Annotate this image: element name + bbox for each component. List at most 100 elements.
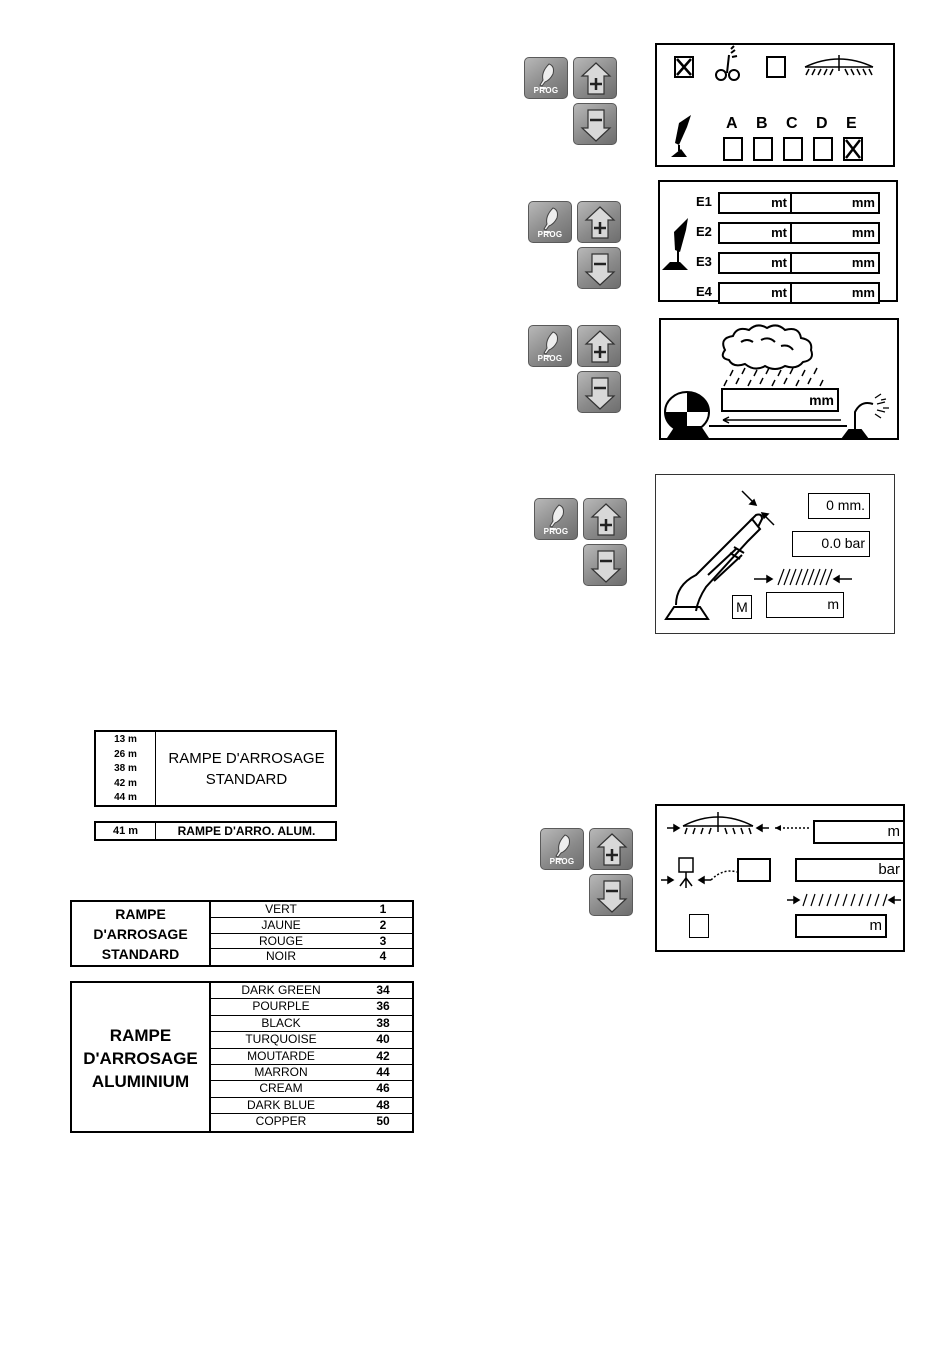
rain-depth-screen: mm <box>659 318 899 440</box>
sector-depth-field[interactable]: mm <box>790 252 880 274</box>
boom-length-item: 42 m <box>114 777 137 789</box>
screen3-graphics <box>664 324 889 439</box>
mode-checkbox[interactable] <box>689 914 709 938</box>
spray-hatch-icon <box>777 568 833 586</box>
sector-distance-field[interactable]: mt <box>718 252 792 274</box>
boom-length-item: 26 m <box>114 748 137 760</box>
color-name: DARK GREEN <box>241 983 321 997</box>
boom-icon <box>682 812 754 835</box>
color-name: MOUTARDE <box>247 1048 315 1063</box>
gun-cart-icon <box>715 45 740 81</box>
plus-button[interactable] <box>589 828 633 870</box>
sector-distance-field[interactable]: mt <box>718 192 792 214</box>
color-name: TURQUOISE <box>245 1032 317 1047</box>
alu-boom-label: RAMPE D'ARRO. ALUM. <box>177 824 316 838</box>
screen4-graphics <box>664 490 852 620</box>
distance-arrow <box>722 416 841 424</box>
sector-depth-field[interactable]: mm <box>790 222 880 244</box>
boom-width-field[interactable]: m <box>813 820 905 844</box>
distance-unit: mt <box>771 255 787 270</box>
distance-unit: mt <box>771 225 787 240</box>
depth-unit: mm <box>851 285 875 300</box>
plus-arrow-icon <box>590 503 622 536</box>
hose-reel-icon <box>664 391 710 438</box>
alu-boom-length-table: 41 m RAMPE D'ARRO. ALUM. <box>94 821 337 841</box>
prog-button[interactable]: PROG <box>528 201 572 243</box>
alu-boom-length: 41 m <box>96 823 156 839</box>
sector-depth-field[interactable]: mm <box>790 282 880 304</box>
color-code: 36 <box>376 999 390 1014</box>
nozzle-icon <box>555 834 570 860</box>
depth-unit: mm <box>851 255 875 270</box>
sector-label-c: C <box>786 115 798 132</box>
keypad-3: PROG <box>528 325 624 421</box>
color-name: NOIR <box>266 949 296 964</box>
aluminium-color-label-line3: ALUMINIUM <box>91 1072 190 1091</box>
screen5-graphics <box>661 812 901 907</box>
prog-button[interactable]: PROG <box>534 498 578 540</box>
plus-arrow-icon <box>580 62 612 95</box>
plus-button[interactable] <box>573 57 617 99</box>
aluminium-color-label: RAMPE D'ARROSAGE ALUMINIUM <box>72 1024 209 1093</box>
sector-checkbox-c[interactable] <box>783 137 803 161</box>
boom-pressure-field[interactable]: bar <box>795 858 905 882</box>
mode-box[interactable]: M <box>732 595 752 619</box>
sector-distance-field[interactable]: mt <box>718 282 792 304</box>
sector-label-b: B <box>756 115 768 132</box>
gun-barrel-icon <box>664 513 764 620</box>
plus-button[interactable] <box>577 325 621 367</box>
color-code: 48 <box>376 1097 390 1112</box>
nozzle-depth-field[interactable]: 0 mm. <box>808 493 870 519</box>
standard-color-label: RAMPE D'ARROSAGE STANDARD <box>72 904 209 964</box>
color-name: BLACK <box>261 1015 301 1030</box>
prog-label: PROG <box>549 857 575 866</box>
standard-boom-label-line1: RAMPE D'ARROSAGE <box>168 750 325 767</box>
cloud-icon <box>721 324 813 370</box>
sector-distance-field[interactable]: mt <box>718 222 792 244</box>
prog-button[interactable]: PROG <box>524 57 568 99</box>
color-code: 1 <box>379 902 387 916</box>
standard-color-label-line1: RAMPE <box>115 906 166 922</box>
nozzle-size-field[interactable] <box>737 858 771 882</box>
sector-checkbox-b[interactable] <box>753 137 773 161</box>
minus-button[interactable] <box>577 247 621 289</box>
prog-button[interactable]: PROG <box>528 325 572 367</box>
plus-button[interactable] <box>577 201 621 243</box>
sector-depth-field[interactable]: mm <box>790 192 880 214</box>
color-name: VERT <box>265 902 297 916</box>
boom-link-arrow <box>775 825 781 831</box>
color-row: DARK GREEN 34 <box>211 983 412 1000</box>
spray-gun-icon <box>662 218 688 270</box>
sector-checkbox-d[interactable] <box>813 137 833 161</box>
color-code: 34 <box>376 983 390 997</box>
rain-drops-icon <box>723 367 824 387</box>
minus-button[interactable] <box>583 544 627 586</box>
standard-color-label-line3: STANDARD <box>101 946 180 962</box>
prog-label: PROG <box>537 230 563 239</box>
rain-depth-field[interactable]: mm <box>721 388 839 412</box>
prog-button[interactable]: PROG <box>540 828 584 870</box>
pressure-field[interactable]: 0.0 bar <box>792 531 870 557</box>
sector-checkbox-a[interactable] <box>723 137 743 161</box>
minus-button[interactable] <box>577 371 621 413</box>
spray-width-field[interactable]: m <box>766 592 844 618</box>
plus-button[interactable] <box>583 498 627 540</box>
sector-checkbox-e[interactable] <box>843 137 863 161</box>
minus-button[interactable] <box>573 103 617 145</box>
boom-length-item: 38 m <box>114 763 137 774</box>
minus-button[interactable] <box>589 874 633 916</box>
sector-row-label: E3 <box>696 254 712 269</box>
boom-spray-width-field[interactable]: m <box>795 914 887 938</box>
